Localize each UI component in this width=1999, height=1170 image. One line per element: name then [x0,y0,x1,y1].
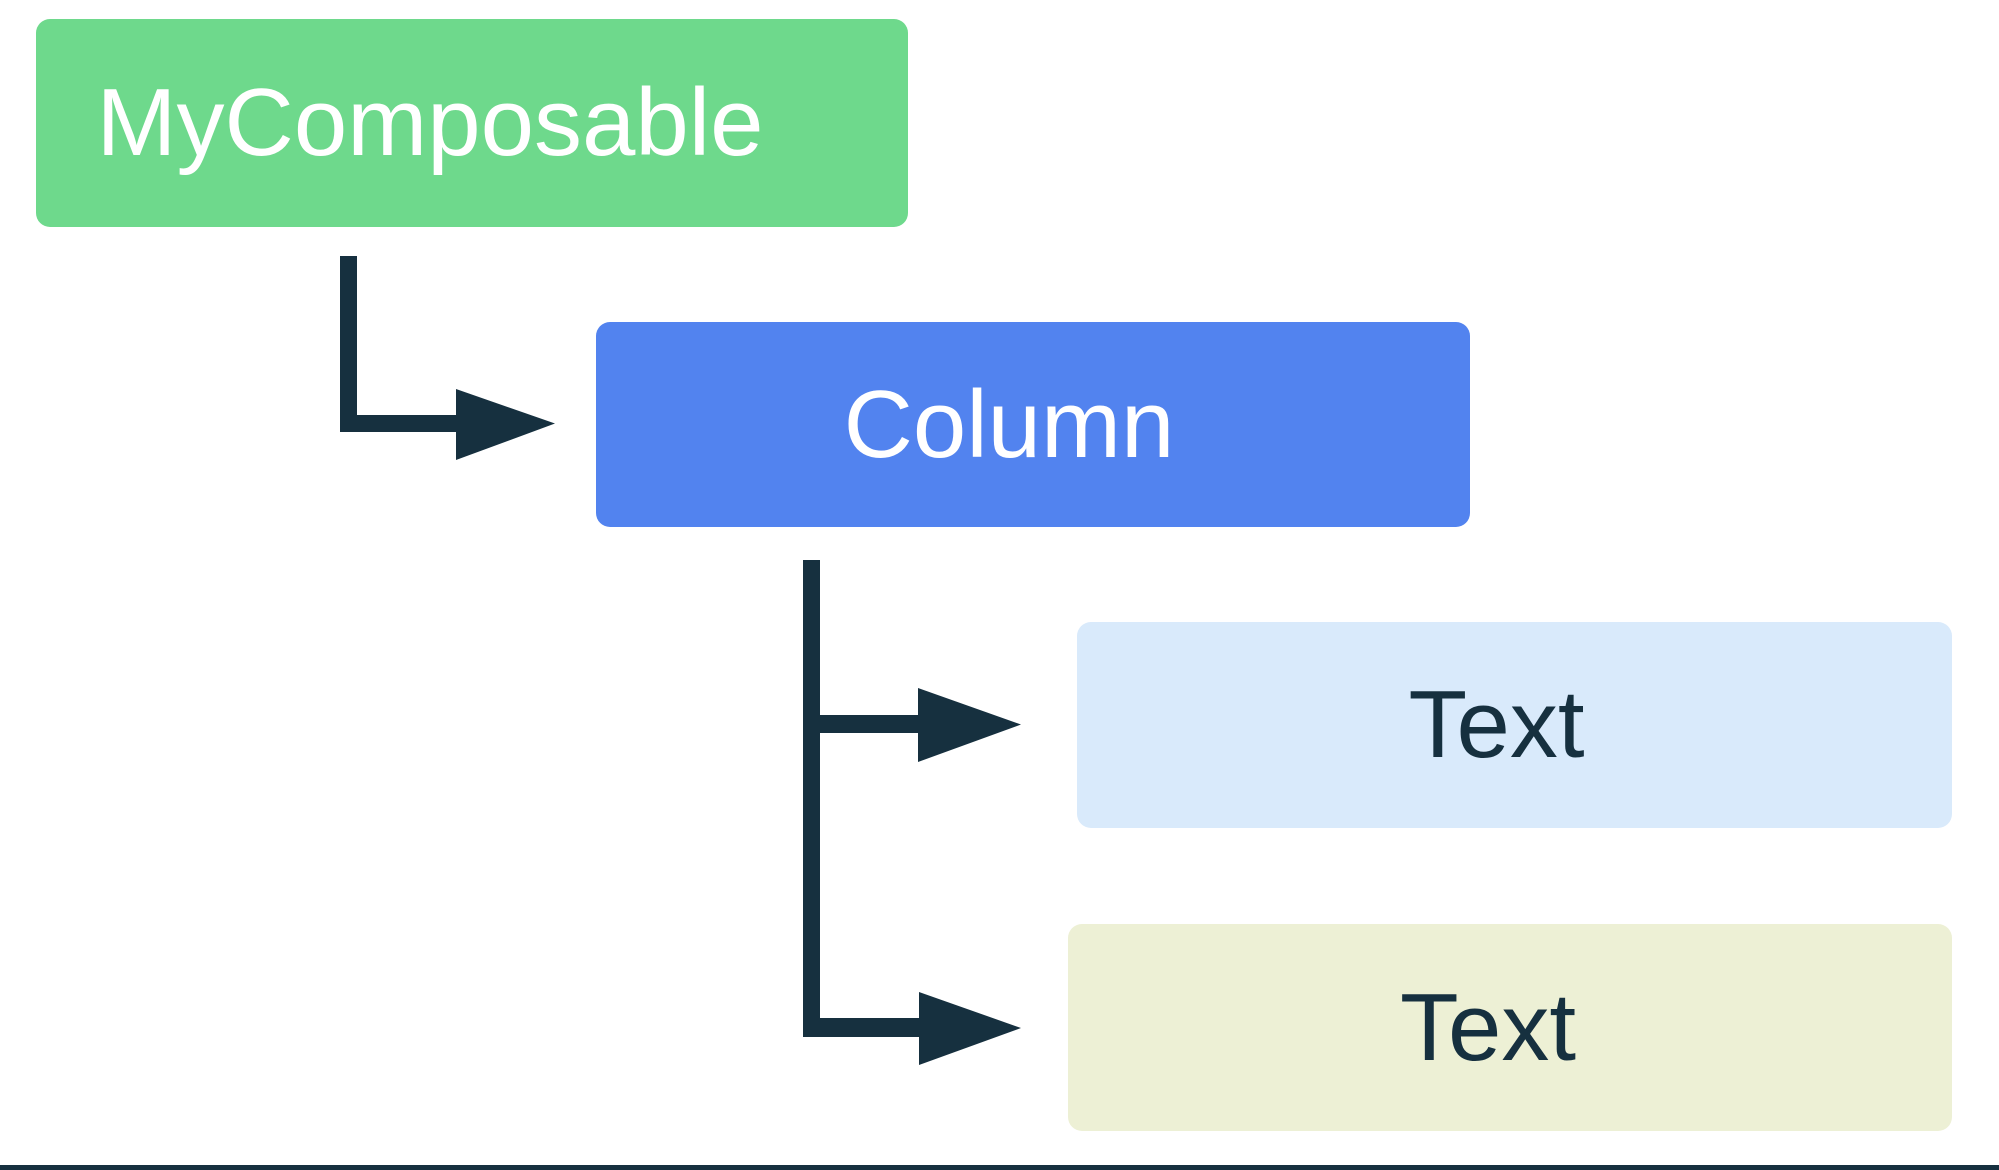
node-column[interactable]: Column [596,322,1470,527]
node-text-1-label: Text [1408,671,1585,778]
node-column-label: Column [843,370,1175,478]
node-mycomposable-label: MyComposable [96,69,764,176]
edge-column-text-1 [803,560,1021,1037]
edge-column-text-2 [803,992,1021,1065]
node-text-2-label: Text [1399,973,1577,1081]
node-text-1[interactable]: Text [1077,622,1952,828]
arrowhead-icon [456,389,555,460]
node-text-2[interactable]: Text [1068,924,1952,1131]
arrowhead-icon [918,688,1021,762]
edge-mycomposable-column [340,256,555,460]
node-mycomposable[interactable]: MyComposable [36,19,908,227]
arrowhead-icon [919,992,1021,1065]
bottom-divider [0,1165,1999,1170]
